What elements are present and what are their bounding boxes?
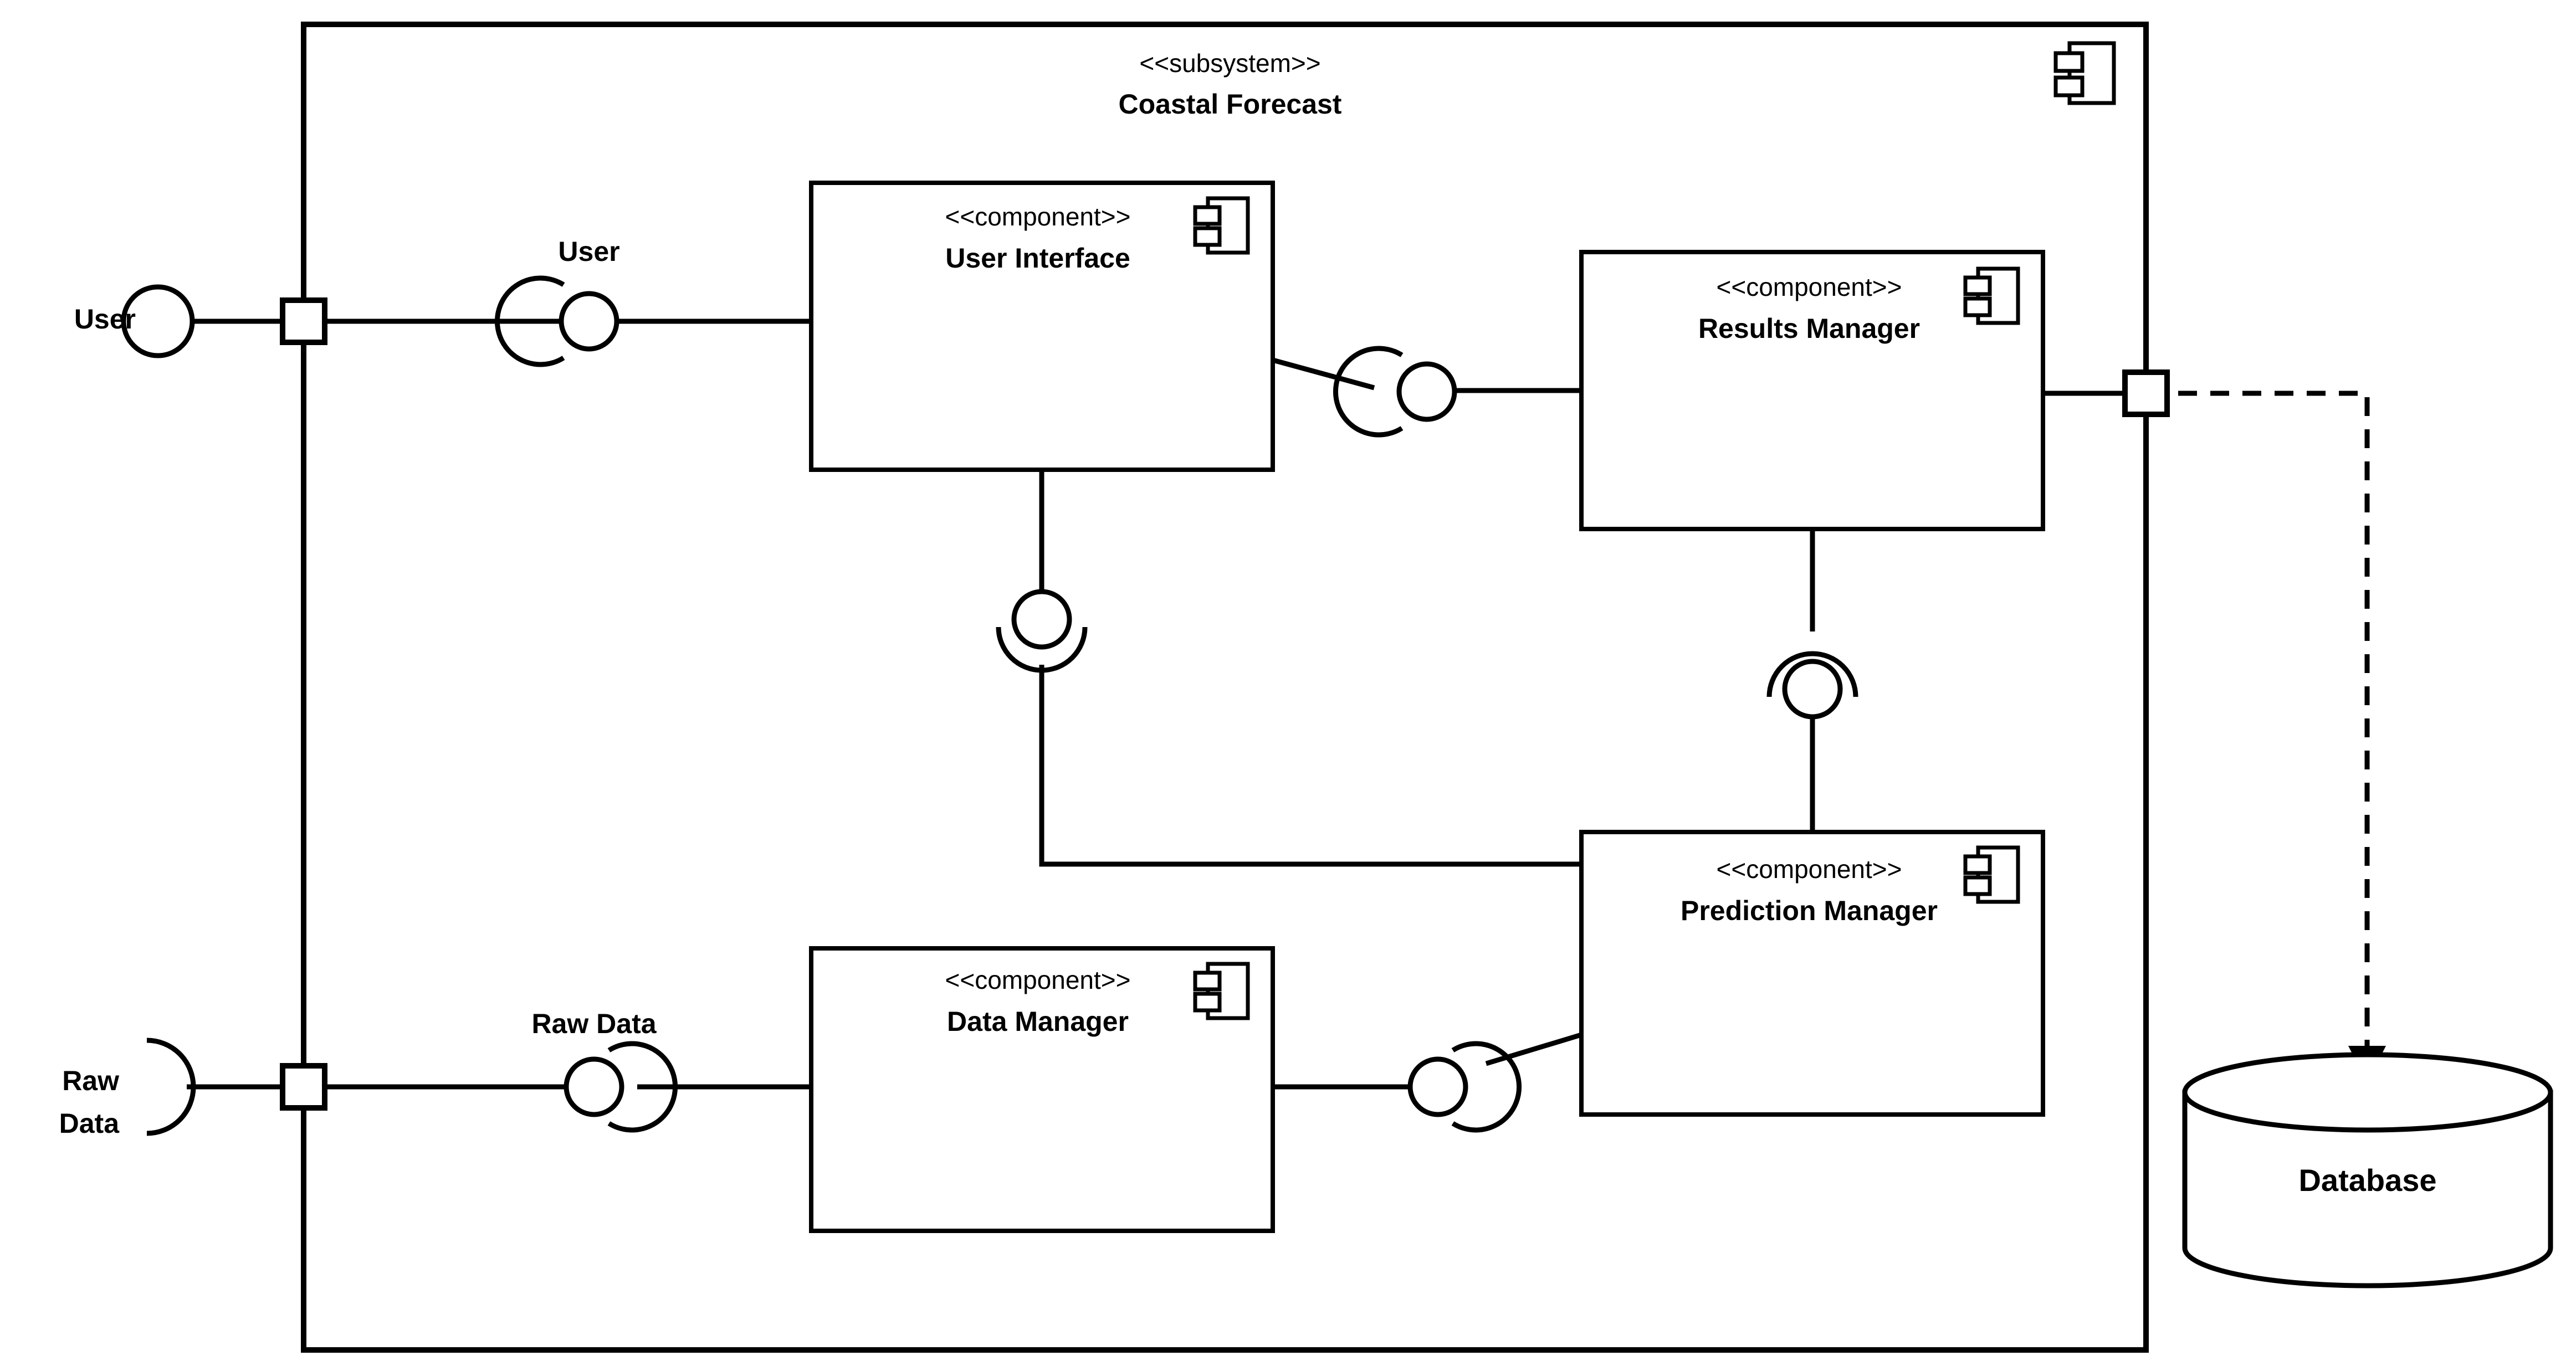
component-icon [1963,845,2020,904]
raw-data-port[interactable] [280,1063,327,1111]
user-interface-name: User Interface [945,243,1130,274]
connector-assembly-to-prediction-left [1485,1032,1583,1066]
database-node[interactable] [2182,1052,2553,1288]
assembly-connector-ui-results [1333,346,1457,438]
interface-label-raw-data: Raw Data [531,1008,657,1039]
user-provided-interface-icon [121,284,195,358]
connector-ui-to-results-assembly [1272,357,1375,391]
assembly-connector-ui-prediction [996,589,1088,673]
results-manager-name: Results Manager [1698,313,1920,344]
assembly-connector-rawdata [564,1041,678,1133]
assembly-connector-user [494,275,619,367]
prediction-manager-name: Prediction Manager [1681,895,1938,926]
component-prediction-manager[interactable] [1579,830,2045,1117]
component-icon [2053,41,2116,105]
component-icon [1193,196,1250,255]
raw-data-actor-label-line2: Data [59,1108,120,1139]
user-actor-label: User [74,304,136,335]
connector-database-dependency [2146,391,2370,1055]
user-port[interactable] [280,297,327,345]
connector-ui-assembly-to-prediction [1039,665,1581,867]
subsystem-boundary [301,22,2149,1353]
component-results-manager[interactable] [1579,250,2045,531]
subsystem-stereotype: <<subsystem>> [1139,49,1320,78]
database-port[interactable] [2122,369,2170,417]
prediction-manager-stereotype: <<component>> [1716,855,1902,884]
data-manager-stereotype: <<component>> [945,966,1130,994]
component-user-interface[interactable] [809,181,1275,472]
user-interface-stereotype: <<component>> [945,202,1130,231]
component-icon [1963,266,2020,325]
database-label: Database [2298,1163,2436,1198]
raw-data-actor-label-line1: Raw [62,1065,119,1096]
interface-label-user: User [558,236,619,267]
data-manager-name: Data Manager [947,1006,1129,1037]
assembly-connector-results-prediction [1766,651,1858,720]
component-icon [1193,962,1250,1020]
assembly-connector-data-prediction [1407,1041,1522,1133]
raw-data-required-interface-icon [146,1038,196,1136]
component-data-manager[interactable] [809,946,1275,1233]
subsystem-name: Coastal Forecast [1119,89,1342,120]
results-manager-stereotype: <<component>> [1716,273,1902,301]
